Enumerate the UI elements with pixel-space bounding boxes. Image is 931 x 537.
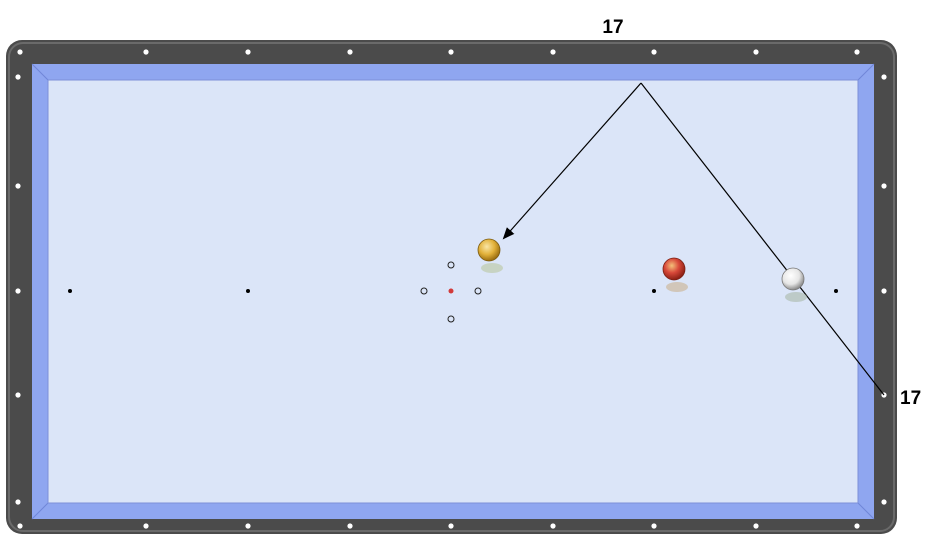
rail-diamond: [15, 499, 20, 504]
rail-diamond: [17, 523, 22, 528]
rail-diamond: [651, 49, 656, 54]
rail-diamond: [15, 183, 20, 188]
rail-diamond: [753, 49, 758, 54]
rail-diamond: [143, 523, 148, 528]
rail-diamond: [347, 49, 352, 54]
spot-dot: [246, 289, 250, 293]
rail-diamond: [448, 49, 453, 54]
spot-dot: [652, 289, 656, 293]
rail-diamond: [550, 523, 555, 528]
rail-diamond: [143, 49, 148, 54]
white-cue-ball[interactable]: [782, 268, 804, 290]
rail-diamond: [854, 523, 859, 528]
rail-diamond: [881, 183, 886, 188]
rail-diamond: [347, 523, 352, 528]
rail-diamond: [245, 523, 250, 528]
rail-diamond: [448, 523, 453, 528]
rail-diamond: [245, 49, 250, 54]
center-spot: [449, 289, 454, 294]
rail-diamond: [753, 523, 758, 528]
right-diamond-label: 17: [900, 388, 921, 409]
spot-dot: [834, 289, 838, 293]
rail-diamond: [15, 392, 20, 397]
rail-diamond: [854, 49, 859, 54]
yellow-ball[interactable]: [478, 239, 500, 261]
rail-diamond: [17, 49, 22, 54]
rail-diamond: [651, 523, 656, 528]
rail-diamond: [881, 499, 886, 504]
rail-diamond: [881, 288, 886, 293]
spot-dot: [68, 289, 72, 293]
rail-diamond: [15, 288, 20, 293]
top-diamond-label: 17: [602, 17, 623, 38]
rail-diamond: [881, 74, 886, 79]
rail-diamond: [550, 49, 555, 54]
rail-diamond: [15, 74, 20, 79]
red-ball[interactable]: [663, 258, 685, 280]
